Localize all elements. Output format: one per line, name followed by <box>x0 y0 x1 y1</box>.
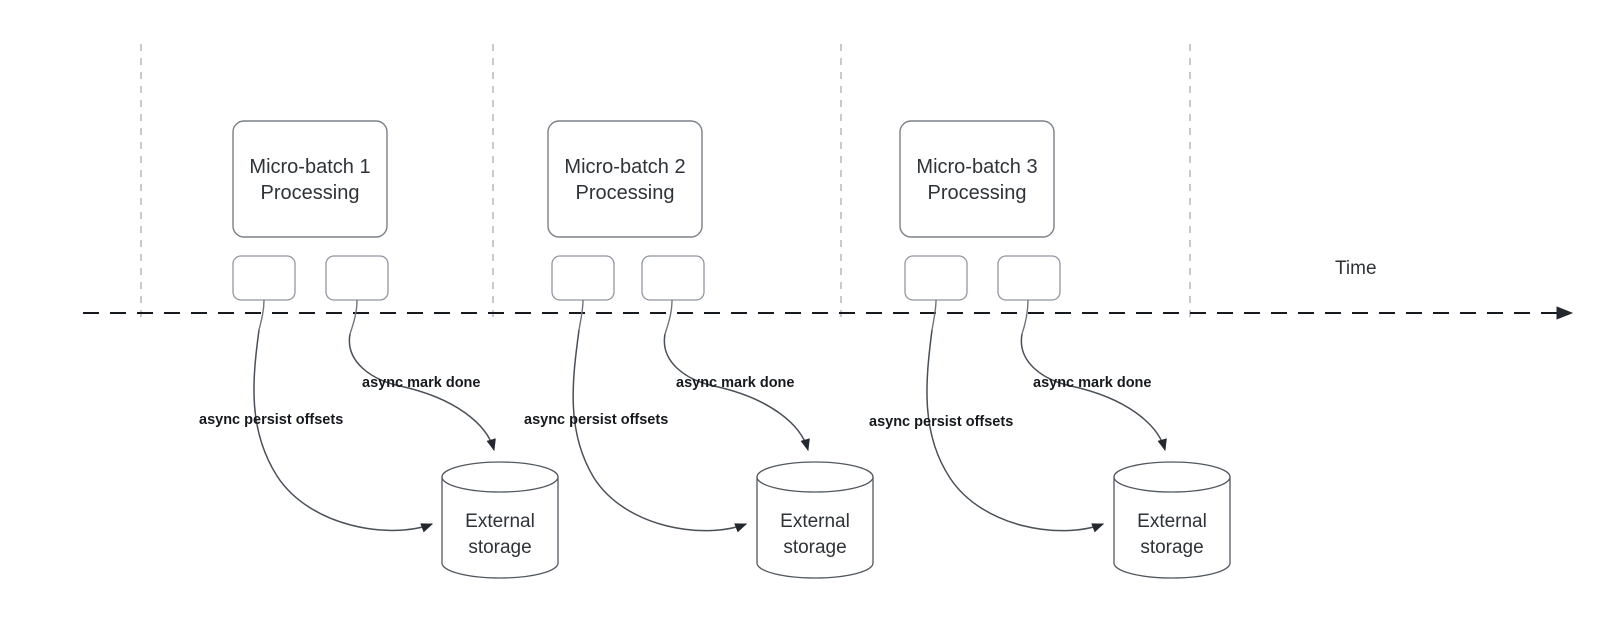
micro-batch-1-label-line1: Micro-batch 1 <box>249 156 370 178</box>
external-storage-label-3-line1: External <box>1137 511 1207 532</box>
external-storage-cylinder-3[interactable]: External storage <box>1113 461 1231 579</box>
micro-batch-2-task-1-stem <box>578 299 584 331</box>
micro-batch-group-1: Micro-batch 1 Processing async persist o… <box>199 120 559 579</box>
micro-batch-3-process-box[interactable] <box>899 120 1055 238</box>
micro-batch-3-task-2-stem <box>1021 299 1029 335</box>
micro-batch-2-task-box-1[interactable] <box>551 255 615 301</box>
async-mark-done-label-2: async mark done <box>676 375 794 391</box>
async-persist-offsets-arrow-2 <box>572 329 748 533</box>
async-persist-offsets-label-3: async persist offsets <box>869 414 1013 430</box>
async-mark-done-arrow-2 <box>663 333 810 452</box>
micro-batch-3-task-box-1[interactable] <box>904 255 968 301</box>
external-storage-label-3-line2: storage <box>1140 537 1203 558</box>
async-persist-offsets-arrow-3 <box>926 329 1105 533</box>
async-persist-offsets-arrow-1 <box>253 329 434 533</box>
micro-batch-2-label-line1: Micro-batch 2 <box>564 156 685 178</box>
async-mark-done-label-1: async mark done <box>362 375 480 391</box>
micro-batch-group-2: Micro-batch 2 Processing async persist o… <box>524 120 874 579</box>
micro-batch-2-task-2-stem <box>664 299 673 335</box>
micro-batch-3-task-1-stem <box>931 299 937 331</box>
async-persist-offsets-label-1: async persist offsets <box>199 412 343 428</box>
micro-batch-group-3: Micro-batch 3 Processing async persist o… <box>869 120 1231 579</box>
micro-batch-1-task-1-stem <box>258 299 265 331</box>
micro-batch-1-task-box-2[interactable] <box>325 255 389 301</box>
async-mark-done-arrow-3 <box>1020 333 1167 452</box>
external-storage-label-2-line1: External <box>780 511 850 532</box>
async-mark-done-label-3: async mark done <box>1033 375 1151 391</box>
async-mark-done-arrow-1 <box>348 333 496 452</box>
micro-batch-3-task-box-2[interactable] <box>997 255 1061 301</box>
micro-batch-1-label-line2: Processing <box>261 182 360 204</box>
micro-batch-1-task-2-stem <box>349 299 358 335</box>
external-storage-label-1-line2: storage <box>468 537 531 558</box>
micro-batch-2-label-line2: Processing <box>576 182 675 204</box>
micro-batch-2-task-box-2[interactable] <box>641 255 705 301</box>
micro-batch-1-process-box[interactable] <box>232 120 388 238</box>
micro-batch-3-label-line1: Micro-batch 3 <box>916 156 1037 178</box>
external-storage-cylinder-top-1 <box>441 461 559 493</box>
external-storage-cylinder-top-2 <box>756 461 874 493</box>
external-storage-label-1-line1: External <box>465 511 535 532</box>
external-storage-cylinder-2[interactable]: External storage <box>756 461 874 579</box>
external-storage-cylinder-1[interactable]: External storage <box>441 461 559 579</box>
micro-batch-2-process-box[interactable] <box>547 120 703 238</box>
async-persist-offsets-label-2: async persist offsets <box>524 412 668 428</box>
timeline-tick-marks <box>140 44 1191 318</box>
micro-batch-3-label-line2: Processing <box>928 182 1027 204</box>
external-storage-cylinder-top-3 <box>1113 461 1231 493</box>
external-storage-label-2-line2: storage <box>783 537 846 558</box>
time-axis-label: Time <box>1335 258 1377 279</box>
micro-batch-1-task-box-1[interactable] <box>232 255 296 301</box>
